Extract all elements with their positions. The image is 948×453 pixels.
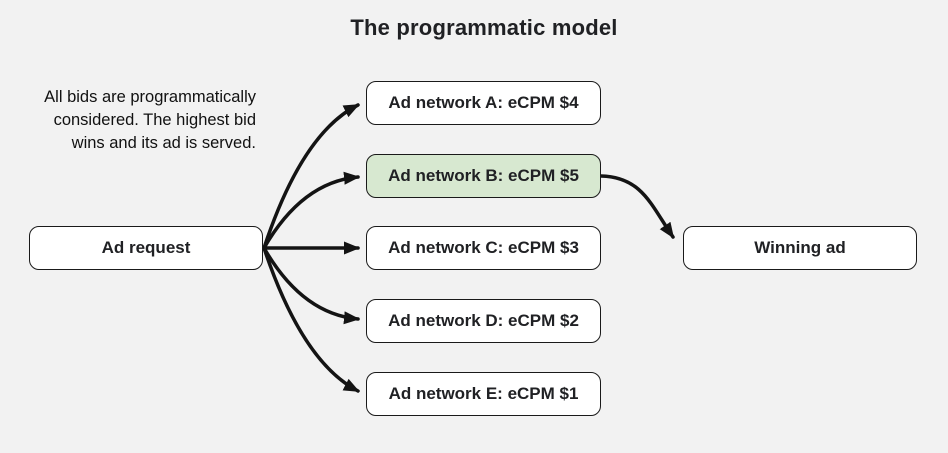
node-label: Ad network B: eCPM $5	[388, 166, 579, 185]
node-ad-network-d: Ad network D: eCPM $2	[366, 299, 601, 343]
node-label: Ad network A: eCPM $4	[388, 93, 579, 112]
arrow-network-b-to-winning-ad	[599, 174, 675, 239]
node-label: Ad network E: eCPM $1	[388, 384, 579, 403]
node-label: Winning ad	[754, 238, 846, 257]
diagram-title: The programmatic model	[350, 15, 618, 40]
node-label: Ad request	[101, 238, 191, 257]
node-ad-network-c: Ad network C: eCPM $3	[366, 226, 601, 270]
arrow-request-to-network-a	[262, 103, 360, 250]
node-ad-request: Ad request	[29, 226, 263, 270]
note-line: wins and its ad is served.	[71, 134, 256, 152]
node-ad-network-e: Ad network E: eCPM $1	[366, 372, 601, 416]
node-winning-ad: Winning ad	[683, 226, 917, 270]
arrow-request-to-network-d	[262, 246, 360, 325]
node-label: Ad network D: eCPM $2	[388, 311, 579, 330]
description-note: All bids are programmatically considered…	[0, 86, 256, 155]
note-line: considered. The highest bid	[53, 111, 256, 129]
note-line: All bids are programmatically	[44, 88, 256, 106]
arrow-request-to-network-e	[262, 246, 360, 393]
arrow-request-to-network-b	[262, 171, 360, 250]
node-ad-network-b: Ad network B: eCPM $5	[366, 154, 601, 198]
node-label: Ad network C: eCPM $3	[388, 238, 579, 257]
node-ad-network-a: Ad network A: eCPM $4	[366, 81, 601, 125]
